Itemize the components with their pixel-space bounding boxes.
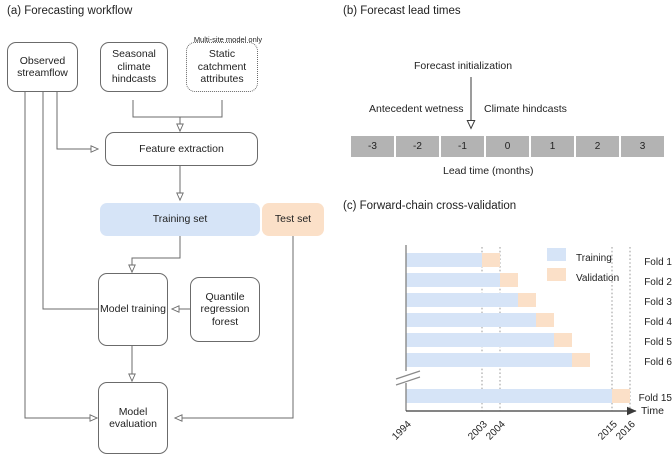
fold-label: Fold 15 xyxy=(638,393,672,404)
bar-training xyxy=(406,313,536,327)
lead-time-cell[interactable]: 2 xyxy=(576,136,619,157)
cv-chart xyxy=(395,245,637,416)
panel-b-title: (b) Forecast lead times xyxy=(343,5,461,17)
climate-hindcasts-label: Climate hindcasts xyxy=(484,103,567,115)
legend-training-label: Training xyxy=(576,253,612,264)
bar-validation xyxy=(536,313,554,327)
bar-validation xyxy=(572,353,590,367)
fold-label: Fold 6 xyxy=(644,357,672,368)
fold-label: Fold 5 xyxy=(644,337,672,348)
node-test-set[interactable]: Test set xyxy=(262,203,324,236)
multi-site-annotation: Multi-site model only xyxy=(193,35,263,44)
lead-time-cell[interactable]: -3 xyxy=(351,136,394,157)
antecedent-wetness-label: Antecedent wetness xyxy=(369,103,464,115)
bar-training xyxy=(406,293,518,307)
bar-validation xyxy=(500,273,518,287)
bar-validation xyxy=(518,293,536,307)
legend-validation-label: Validation xyxy=(576,273,620,284)
axis-break xyxy=(395,370,421,386)
fold-label: Fold 2 xyxy=(644,277,672,288)
lead-time-axis-label: Lead time (months) xyxy=(443,165,534,177)
lead-time-track: -3 -2 -1 0 1 2 3 xyxy=(351,136,664,157)
cv-bars xyxy=(406,253,630,403)
fold-label: Fold 3 xyxy=(644,297,672,308)
bar-training xyxy=(406,253,482,267)
bar-validation xyxy=(482,253,500,267)
bar-training xyxy=(406,353,572,367)
node-training-set[interactable]: Training set xyxy=(100,203,260,236)
node-model-training-label: Model training xyxy=(100,303,166,316)
lead-time-cell[interactable]: 1 xyxy=(531,136,574,157)
panel-forward-chain-cross-validation: (c) Forward-chain cross-validation Fold … xyxy=(336,195,672,459)
fold-label: Fold 1 xyxy=(644,257,672,268)
lead-time-cell[interactable]: -1 xyxy=(441,136,484,157)
lead-time-cell[interactable]: 3 xyxy=(621,136,664,157)
node-feature-extraction-label: Feature extraction xyxy=(139,142,224,155)
lead-time-cell[interactable]: -2 xyxy=(396,136,439,157)
forecast-initialization-label: Forecast initialization xyxy=(414,60,513,72)
bar-validation xyxy=(612,389,630,403)
lead-time-cell[interactable]: 0 xyxy=(486,136,529,157)
x-axis-title: Time xyxy=(641,405,664,417)
fold-label: Fold 4 xyxy=(644,317,672,328)
panel-a-title: (a) Forecasting workflow xyxy=(7,5,133,17)
bar-validation xyxy=(554,333,572,347)
node-test-set-label: Test set xyxy=(274,213,312,226)
node-feature-extraction[interactable]: Feature extraction xyxy=(105,132,258,166)
panel-forecast-lead-times: (b) Forecast lead times Forecast initial… xyxy=(336,0,672,195)
bar-training xyxy=(406,273,500,287)
panel-forecasting-workflow: (a) Forecasting workflow Multi-site mode… xyxy=(7,5,324,454)
bar-training xyxy=(406,389,612,403)
node-training-set-label: Training set xyxy=(152,213,208,226)
legend-swatch-validation xyxy=(547,268,566,281)
panel-c-title: (c) Forward-chain cross-validation xyxy=(343,200,517,212)
legend-swatch-training xyxy=(547,248,566,261)
node-model-training[interactable]: Model training xyxy=(98,273,168,346)
bar-training xyxy=(406,333,554,347)
